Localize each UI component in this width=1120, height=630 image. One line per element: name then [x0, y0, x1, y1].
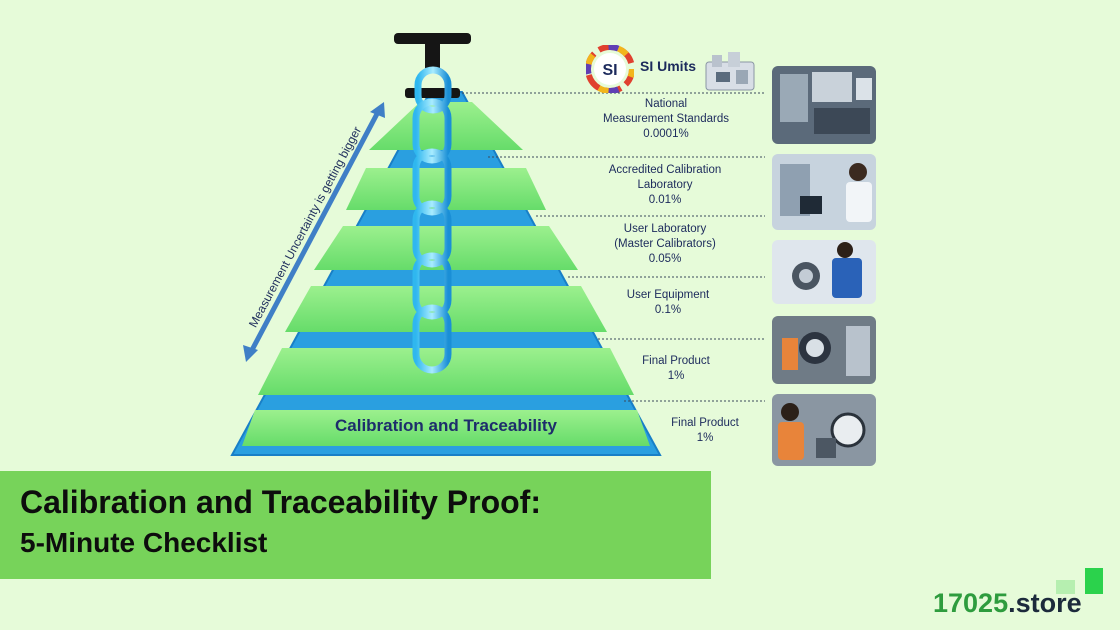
uncertainty-arrow	[243, 102, 385, 362]
level-label-user-lab: User Laboratory (Master Calibrators) 0.0…	[614, 223, 716, 265]
si-logo-text: SI	[602, 62, 617, 79]
photo-user-laboratory	[772, 240, 876, 304]
t-handle-icon	[394, 33, 471, 98]
level-label-national: National Measurement Standards 0.0001%	[603, 98, 729, 140]
photo-accredited-lab	[772, 154, 876, 230]
banner-title: Calibration and Traceability Proof:	[20, 484, 541, 520]
leader-lines	[462, 92, 765, 402]
brand-tld: .store	[1008, 588, 1082, 618]
photo-user-equipment	[772, 316, 876, 384]
title-banner	[0, 471, 711, 579]
chain-icon	[412, 66, 452, 374]
level-label-accredited: Accredited Calibration Laboratory 0.01%	[608, 164, 722, 206]
si-logo-icon: SI	[586, 45, 634, 93]
banner-subtitle: 5-Minute Checklist	[20, 527, 268, 558]
brand-wordmark[interactable]: 17025.store	[933, 588, 1082, 619]
level-label-final-product-2: Final Product 1%	[671, 417, 739, 444]
lab-instrument-icon	[705, 52, 755, 91]
photo-final-product	[772, 394, 876, 466]
photo-national-standards	[772, 66, 876, 144]
brand-mark-icon	[1056, 568, 1103, 594]
pyramid-base-label: Calibration and Traceability	[334, 416, 557, 435]
pyramid-tier-5	[258, 348, 634, 395]
brand-number: 17025	[933, 588, 1009, 618]
level-label-user-equipment: User Equipment 0.1%	[626, 289, 710, 316]
si-units-title: SI Umits	[640, 58, 697, 74]
level-label-final-product-1: Final Product 1%	[642, 355, 710, 382]
pyramid-tier-6	[242, 410, 650, 446]
